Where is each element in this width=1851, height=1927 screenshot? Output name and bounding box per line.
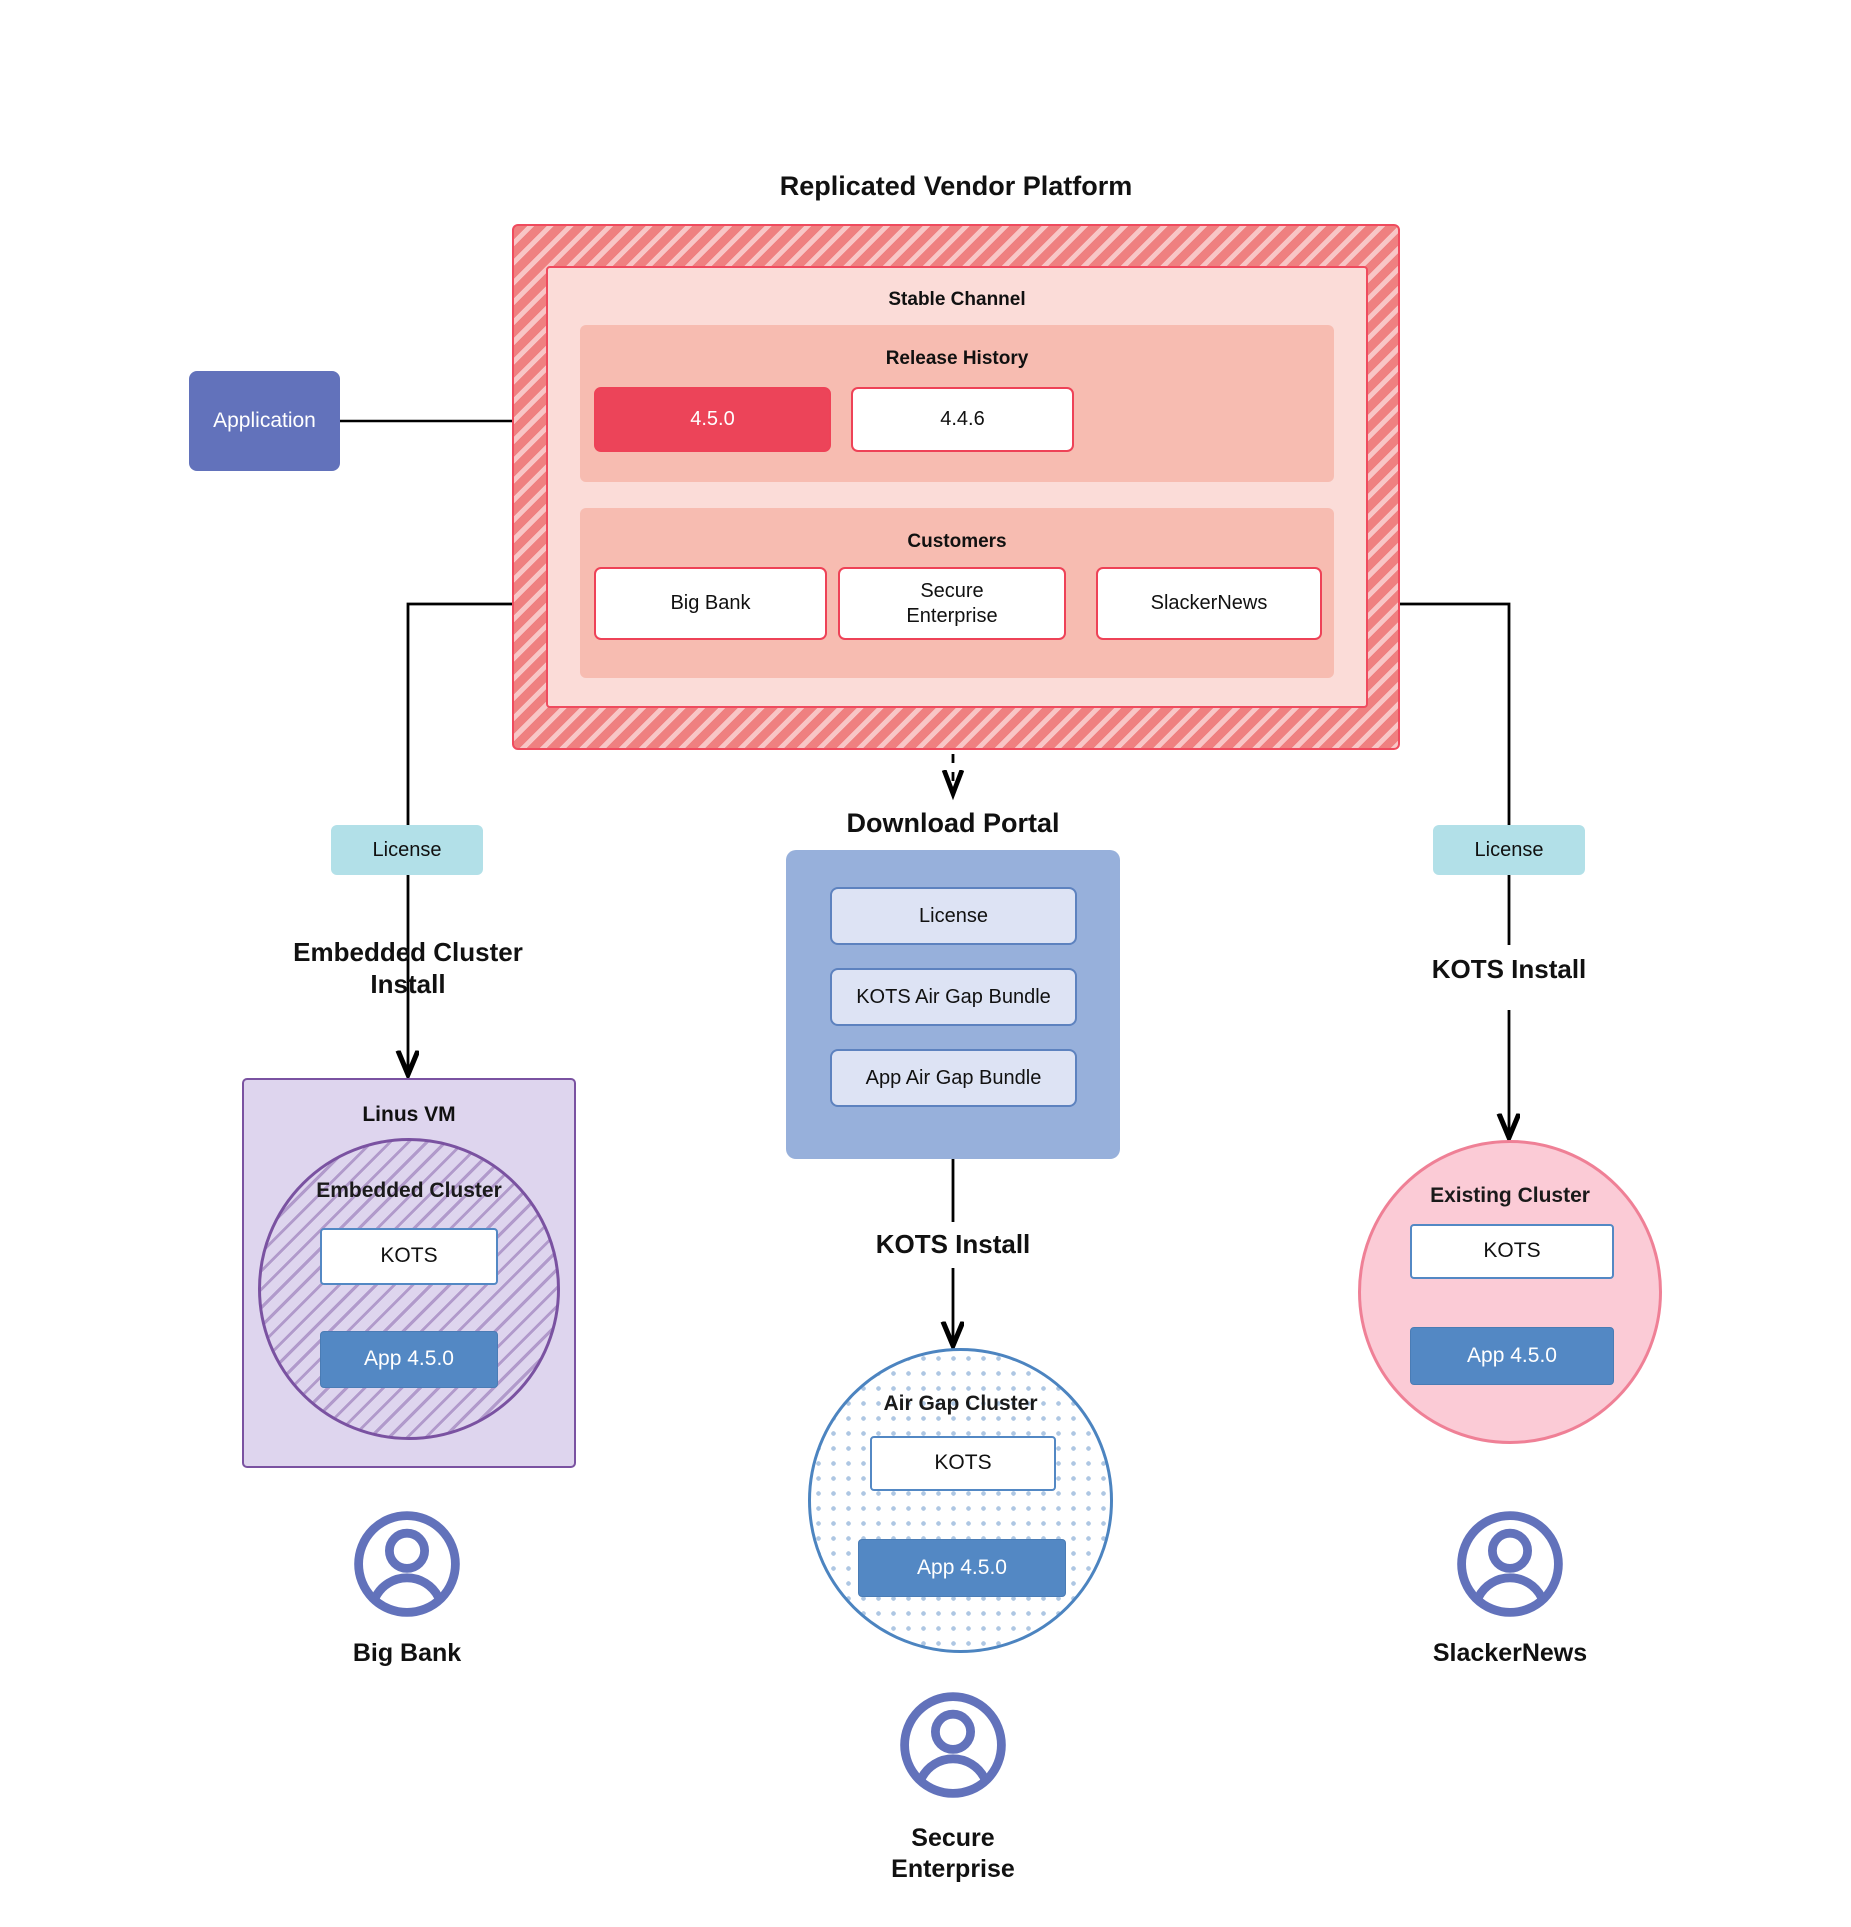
kots-box-air-gap[interactable]: KOTS <box>870 1436 1056 1491</box>
release-chip-current[interactable]: 4.5.0 <box>594 387 831 452</box>
existing-cluster-circle <box>1358 1140 1662 1444</box>
customer-chip-slackernews[interactable]: SlackerNews <box>1096 567 1322 640</box>
air-gap-cluster-circle <box>808 1348 1113 1653</box>
edge-label-embedded-cluster-install: Embedded Cluster Install <box>293 936 523 1000</box>
edge-label-kots-install-right: KOTS Install <box>1431 953 1587 984</box>
persona-label-secure-enterprise: Secure Enterprise <box>891 1823 1015 1883</box>
embedded-cluster-title: Embedded Cluster <box>316 1178 502 1202</box>
release-history-title: Release History <box>885 348 1029 370</box>
page-title: Replicated Vendor Platform <box>779 171 1133 202</box>
app-version-air-gap[interactable]: App 4.5.0 <box>858 1539 1066 1597</box>
portal-item-app-air-gap-bundle[interactable]: App Air Gap Bundle <box>830 1049 1077 1107</box>
kots-box-existing[interactable]: KOTS <box>1410 1224 1614 1279</box>
persona-slackernews <box>1455 1509 1565 1619</box>
linux-vm-title: Linus VM <box>362 1102 456 1126</box>
stable-channel-title: Stable Channel <box>888 289 1026 311</box>
license-chip-left[interactable]: License <box>331 825 483 875</box>
customer-chip-secure-enterprise[interactable]: Secure Enterprise <box>838 567 1066 640</box>
customer-chip-big-bank[interactable]: Big Bank <box>594 567 827 640</box>
existing-cluster-title: Existing Cluster <box>1430 1183 1590 1207</box>
persona-secure-enterprise <box>898 1690 1008 1800</box>
application-chip[interactable]: Application <box>189 371 340 471</box>
portal-item-kots-air-gap-bundle[interactable]: KOTS Air Gap Bundle <box>830 968 1077 1026</box>
persona-label-slackernews: SlackerNews <box>1432 1639 1588 1668</box>
customers-title: Customers <box>907 531 1007 553</box>
edge-label-kots-install-center: KOTS Install <box>875 1228 1031 1259</box>
download-portal-title: Download Portal <box>846 808 1060 839</box>
release-chip-past[interactable]: 4.4.6 <box>851 387 1074 452</box>
embedded-cluster-circle <box>258 1138 560 1440</box>
user-avatar-icon <box>354 1511 460 1617</box>
user-avatar-icon <box>1457 1511 1563 1617</box>
air-gap-cluster-title: Air Gap Cluster <box>883 1391 1038 1415</box>
persona-big-bank <box>352 1509 462 1619</box>
portal-item-license[interactable]: License <box>830 887 1077 945</box>
app-version-embedded[interactable]: App 4.5.0 <box>320 1331 498 1388</box>
app-version-existing[interactable]: App 4.5.0 <box>1410 1327 1614 1385</box>
persona-label-big-bank: Big Bank <box>352 1639 462 1668</box>
kots-box-embedded[interactable]: KOTS <box>320 1228 498 1285</box>
license-chip-right[interactable]: License <box>1433 825 1585 875</box>
user-avatar-icon <box>900 1692 1006 1798</box>
